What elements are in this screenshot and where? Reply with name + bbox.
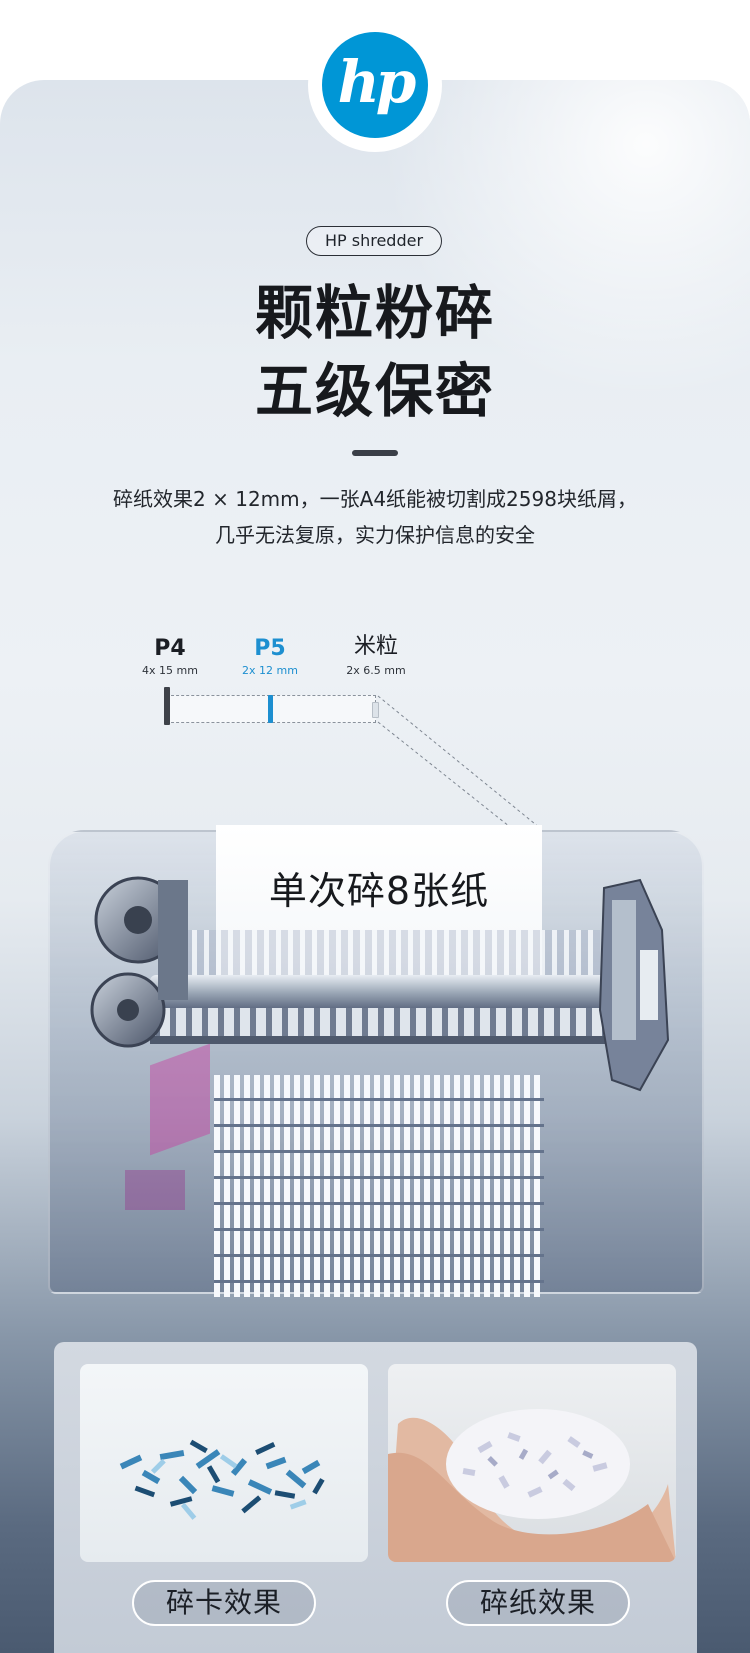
p5-particle-mark [268,695,273,723]
hp-logo-text: hp [337,48,417,116]
rice-particle-mark [372,702,379,718]
title-divider [352,450,398,456]
description-line-2: 几乎无法复原，实力保护信息的安全 [215,523,535,547]
level-p5-size: 2x 12 mm [242,664,298,677]
paper-capacity-label: 单次碎8张纸 [268,869,490,913]
level-p5-name: P5 [254,636,286,661]
level-p4-name: P4 [154,636,186,661]
hp-logo: hp [322,32,428,138]
headline-line-2: 五级保密 [254,357,495,425]
level-p4-size: 4x 15 mm [142,664,198,677]
product-tag: HP shredder [306,226,442,256]
paper-confetti-in-hands-icon [388,1409,676,1562]
card-shred-photo [80,1364,368,1562]
card-confetti-icon [119,1439,325,1520]
headline-line-1: 颗粒粉碎 [254,279,495,347]
p4-particle-mark [164,687,170,725]
description-line-1: 碎纸效果2 × 12mm，一张A4纸能被切割成2598块纸屑， [113,487,637,511]
level-rice-name: 米粒 [353,634,398,659]
paper-shred-photo [388,1364,676,1562]
level-rice-size: 2x 6.5 mm [346,664,406,677]
shredded-paper-strips [214,1075,544,1297]
shredder-mechanism [90,876,670,1210]
card-shred-caption: 碎卡效果 [132,1580,316,1626]
paper-shred-caption: 碎纸效果 [446,1580,630,1626]
